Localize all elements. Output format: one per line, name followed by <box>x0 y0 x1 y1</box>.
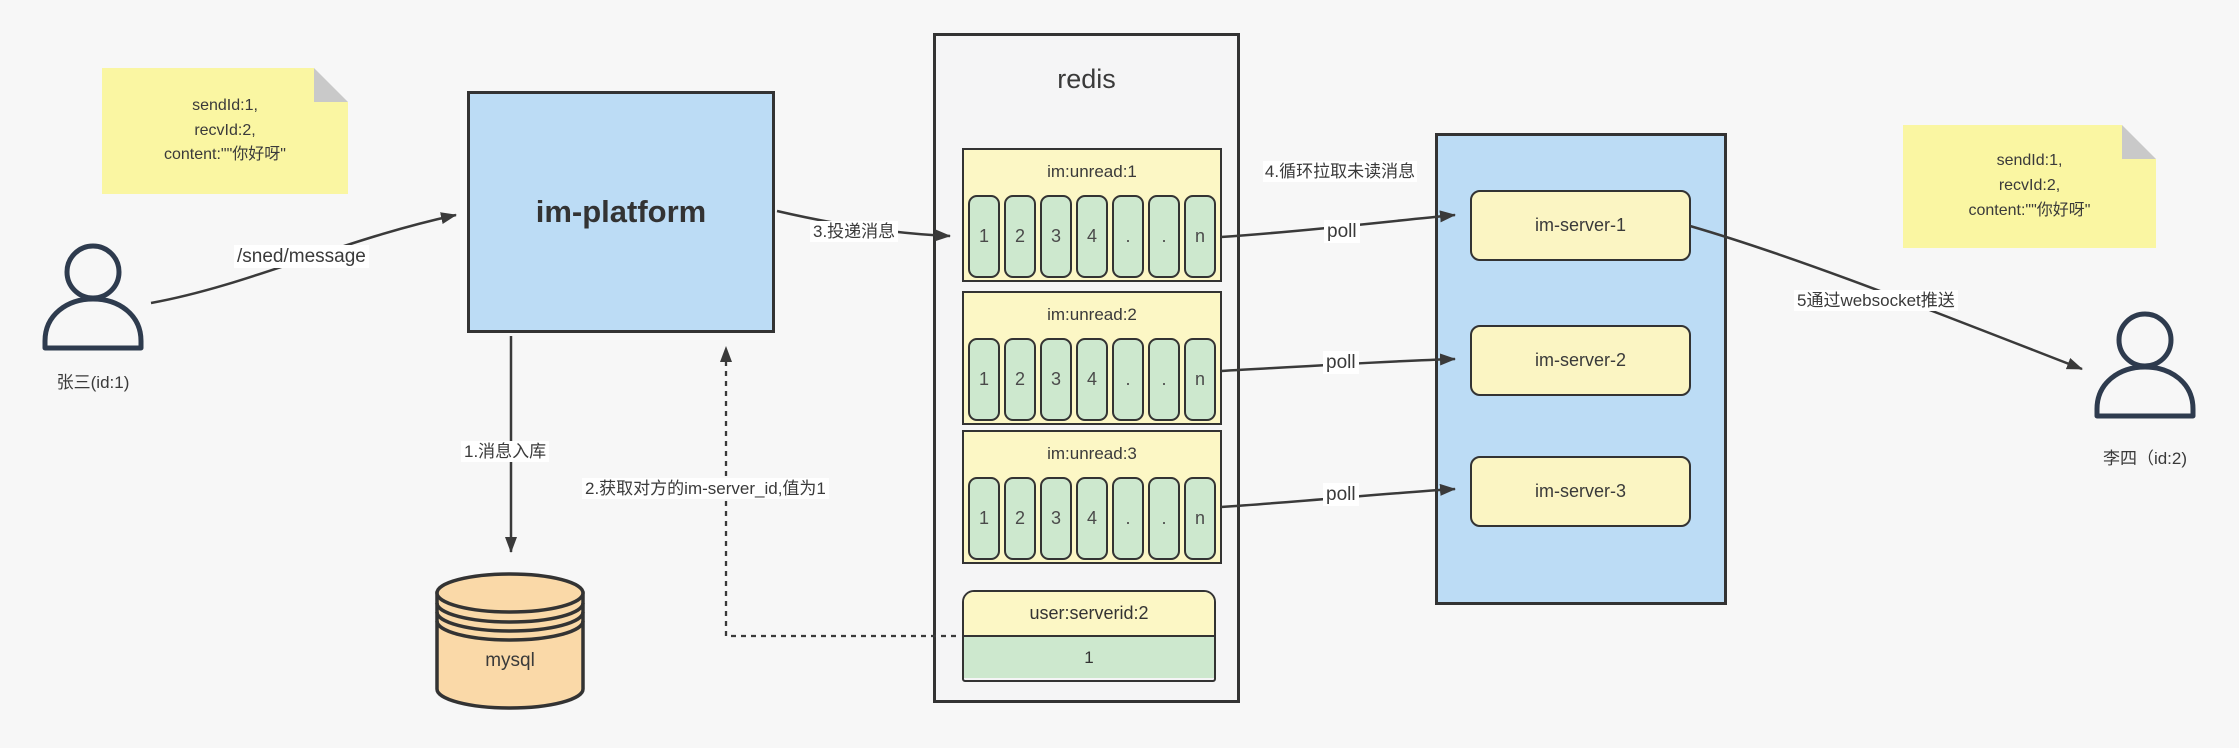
person-receiver-icon <box>2094 311 2196 419</box>
note-fold-icon <box>314 68 348 102</box>
im-server-3-label: im-server-3 <box>1534 481 1626 501</box>
queue-im-unread-2: im:unread:2 1 2 3 4 . . n <box>962 291 1222 425</box>
mysql-cylinder-icon <box>435 572 585 710</box>
im-server-3-node: im-server-3 <box>1470 456 1691 527</box>
user-serverid-block: user:serverid:2 1 <box>962 590 1216 682</box>
message-note-left: sendId:1, recvId:2, content:""你好呀" <box>102 68 348 194</box>
queue-cell: 1 <box>968 338 1000 421</box>
mysql-label: mysql <box>485 650 535 671</box>
queue-cell: . <box>1112 195 1144 278</box>
step4-label: 4.循环拉取未读消息 <box>1262 161 1418 182</box>
queue-cells: 1 2 3 4 . . n <box>968 338 1216 421</box>
im-platform-node: im-platform <box>467 91 775 333</box>
sender-label: 张三(id:1) <box>56 373 130 392</box>
queue-cell: 4 <box>1076 477 1108 560</box>
im-platform-label: im-platform <box>535 194 707 229</box>
queue-cell: . <box>1112 477 1144 560</box>
queue-cell: 1 <box>968 195 1000 278</box>
message-note-right: sendId:1, recvId:2, content:""你好呀" <box>1903 125 2156 248</box>
queue-cell: 2 <box>1004 338 1036 421</box>
queue-cell: n <box>1184 477 1216 560</box>
note-fold-icon <box>2122 125 2156 159</box>
queue-cells: 1 2 3 4 . . n <box>968 195 1216 278</box>
note-line: content:""你好呀" <box>164 146 286 164</box>
note-line: content:""你好呀" <box>1968 201 2091 219</box>
queue-cell: 2 <box>1004 477 1036 560</box>
queue-cell: 4 <box>1076 338 1108 421</box>
poll-label-1: poll <box>1324 220 1360 243</box>
queue-name: im:unread:3 <box>1047 444 1137 463</box>
queue-cell: 4 <box>1076 195 1108 278</box>
queue-cell: 3 <box>1040 195 1072 278</box>
queue-cell: 1 <box>968 477 1000 560</box>
queue-cells: 1 2 3 4 . . n <box>968 477 1216 560</box>
queue-cell: 3 <box>1040 338 1072 421</box>
queue-im-unread-3: im:unread:3 1 2 3 4 . . n <box>962 430 1222 564</box>
note-line: sendId:1, <box>1996 152 2063 170</box>
step3-label: 3.投递消息 <box>810 217 899 242</box>
im-server-1-label: im-server-1 <box>1534 215 1626 235</box>
queue-cell: n <box>1184 338 1216 421</box>
step5-label: 5通过websocket推送 <box>1794 286 1958 311</box>
person-sender-icon <box>42 243 144 351</box>
poll-label-2: poll <box>1323 351 1359 374</box>
note-line: recvId:2, <box>1998 177 2061 195</box>
note-line: sendId:1, <box>192 96 258 114</box>
poll-label-3: poll <box>1323 483 1359 506</box>
queue-name: im:unread:1 <box>1047 162 1137 181</box>
queue-cell: 3 <box>1040 477 1072 560</box>
note-line: recvId:2, <box>194 121 256 139</box>
im-server-2-node: im-server-2 <box>1470 325 1691 396</box>
im-server-cluster: im-server-1 im-server-2 im-server-3 <box>1435 133 1727 605</box>
im-server-2-label: im-server-2 <box>1534 350 1626 370</box>
queue-cell: . <box>1148 195 1180 278</box>
user-serverid-key: user:serverid:2 <box>964 592 1214 637</box>
step2-label: 2.获取对方的im-server_id,值为1 <box>582 474 829 499</box>
queue-im-unread-1: im:unread:1 1 2 3 4 . . n <box>962 148 1222 282</box>
step1-label: 1.消息入库 <box>461 437 550 462</box>
receiver-label: 李四（id:2) <box>2102 449 2188 468</box>
im-server-1-node: im-server-1 <box>1470 190 1691 261</box>
queue-name: im:unread:2 <box>1047 305 1137 324</box>
queue-cell: . <box>1112 338 1144 421</box>
redis-container: redis im:unread:1 1 2 3 4 . . n im:unrea… <box>933 33 1240 703</box>
queue-cell: 2 <box>1004 195 1036 278</box>
redis-title: redis <box>1057 64 1116 94</box>
queue-cell: n <box>1184 195 1216 278</box>
queue-cell: . <box>1148 338 1180 421</box>
send-api-label: /sned/message <box>234 245 369 268</box>
user-serverid-value: 1 <box>964 637 1214 678</box>
queue-cell: . <box>1148 477 1180 560</box>
